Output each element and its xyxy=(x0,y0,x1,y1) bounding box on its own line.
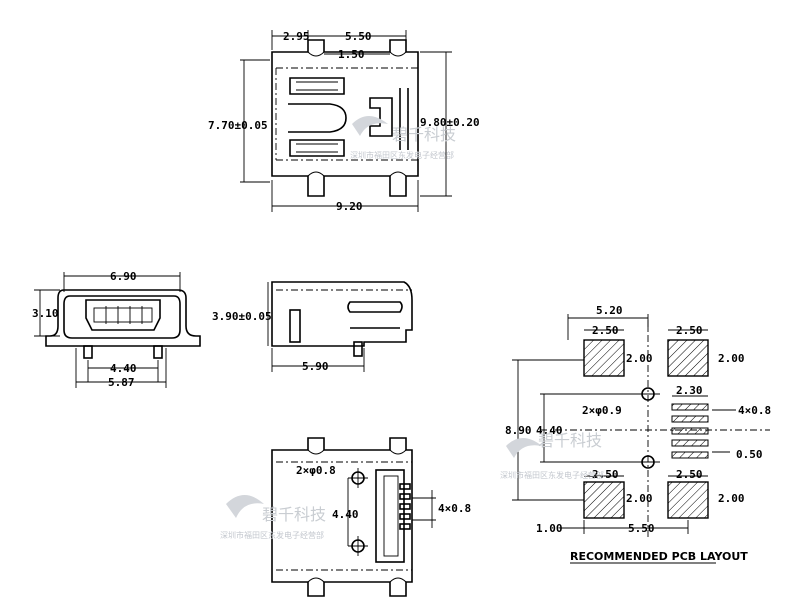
dim-pcb-440: 4.40 xyxy=(536,424,563,437)
pad-bottom-left xyxy=(583,481,625,519)
brand-logo-icon xyxy=(226,495,264,518)
top-view: 2.95 5.50 1.50 7.70±0.05 9.80±0.20 9.20 xyxy=(208,30,480,213)
pcb-layout: 5.20 2.50 2.50 2.00 2.00 2.30 2×φ0.9 4×0… xyxy=(505,304,771,564)
dim-pcb-250-bl: 2.50 xyxy=(592,468,619,481)
watermark-brand: 碧千科技 xyxy=(538,431,602,450)
dim-top-550: 5.50 xyxy=(345,30,372,43)
dim-pcb-550: 5.50 xyxy=(628,522,655,535)
dim-side-390: 3.90±0.05 xyxy=(212,310,272,323)
pad-top-right xyxy=(667,339,709,377)
dim-front-690: 6.90 xyxy=(110,270,137,283)
dim-top-770: 7.70±0.05 xyxy=(208,119,268,132)
brand-logo-icon xyxy=(506,438,542,458)
dim-pcb-200-tr: 2.00 xyxy=(718,352,745,365)
dim-top-980: 9.80±0.20 xyxy=(420,116,480,129)
watermark-right: 碧千科技 深圳市福田区东发电子经营部 xyxy=(500,431,604,480)
side-view: 3.90±0.05 5.90 xyxy=(212,281,413,373)
dim-bottom-440: 4.40 xyxy=(332,508,359,521)
watermark-top: 碧千科技 深圳市福田区东发电子经营部 xyxy=(350,116,456,160)
watermark-company: 深圳市福田区东发电子经营部 xyxy=(220,530,324,540)
watermark-company: 深圳市福田区东发电子经营部 xyxy=(500,470,604,480)
dim-front-440: 4.40 xyxy=(110,362,137,375)
dim-pcb-250-tl: 2.50 xyxy=(592,324,619,337)
dim-front-587: 5.87 xyxy=(108,376,135,389)
dim-pcb-200-bl: 2.00 xyxy=(626,492,653,505)
dim-bottom-holes: 2×φ0.8 xyxy=(296,464,336,477)
pcb-layout-title: RECOMMENDED PCB LAYOUT xyxy=(570,550,748,563)
pad-top-left xyxy=(583,339,625,377)
dim-pcb-230: 2.30 xyxy=(676,384,703,397)
dim-pcb-250-br: 2.50 xyxy=(676,468,703,481)
dim-pcb-holes: 2×φ0.9 xyxy=(582,404,622,417)
dim-front-310: 3.10 xyxy=(32,307,59,320)
dim-pcb-050: 0.50 xyxy=(736,448,763,461)
dim-side-590: 5.90 xyxy=(302,360,329,373)
watermark-brand: 碧千科技 xyxy=(262,505,326,524)
dim-pcb-pitch: 4×0.8 xyxy=(738,404,771,417)
dim-pcb-520: 5.20 xyxy=(596,304,623,317)
dim-pcb-200-tl: 2.00 xyxy=(626,352,653,365)
dim-top-295: 2.95 xyxy=(283,30,310,43)
dim-pcb-250-tr: 2.50 xyxy=(676,324,703,337)
dim-bottom-pitch: 4×0.8 xyxy=(438,502,471,515)
watermark-bottom-left: 碧千科技 深圳市福田区东发电子经营部 xyxy=(220,495,326,540)
pad-bottom-right xyxy=(667,481,709,519)
dim-pcb-200-br: 2.00 xyxy=(718,492,745,505)
front-view: 6.90 3.10 4.40 5.87 xyxy=(32,270,201,389)
dim-pcb-100: 1.00 xyxy=(536,522,563,535)
brand-logo-icon xyxy=(352,116,388,136)
dim-top-920: 9.20 xyxy=(336,200,363,213)
dim-pcb-890: 8.90 xyxy=(505,424,532,437)
dim-top-150: 1.50 xyxy=(338,48,365,61)
watermark-brand: 碧千科技 xyxy=(392,125,456,144)
watermark-company: 深圳市福田区东发电子经营部 xyxy=(350,150,454,160)
bottom-view: 2×φ0.8 4.40 4×0.8 xyxy=(271,437,471,597)
